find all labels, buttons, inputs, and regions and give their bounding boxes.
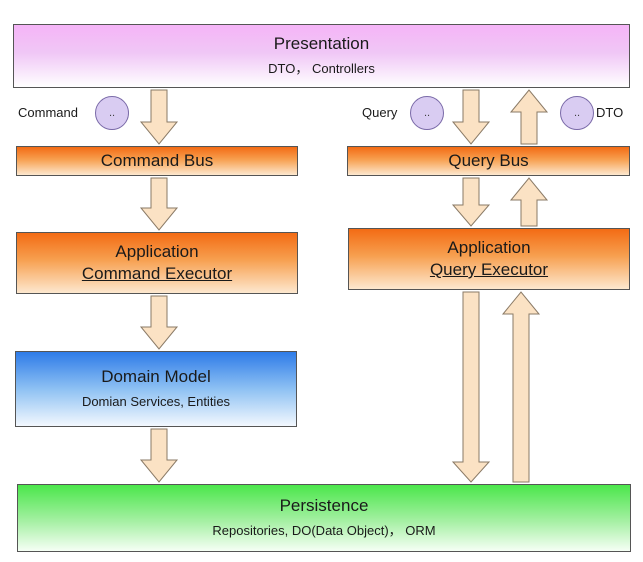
dto-message-icon: ..: [560, 96, 594, 130]
query-executor-title: Application: [447, 238, 531, 257]
command-bus: Command Bus: [16, 146, 298, 176]
persistence-layer: Persistence Repositories, DO(Data Object…: [17, 484, 631, 552]
domain-model-subtitle: Domian Services, Entities: [81, 394, 231, 409]
query-label: Query: [362, 105, 398, 120]
arrow-domain-to-persistence: [139, 428, 179, 483]
command-bus-title: Command Bus: [100, 151, 214, 170]
arrow-persistence-to-query-executor: [501, 291, 541, 483]
query-executor: Application Query Executor: [348, 228, 630, 290]
presentation-subtitle: DTO， Controllers: [268, 61, 375, 76]
arrow-query-bus-to-presentation: [509, 89, 549, 145]
query-message-icon: ..: [410, 96, 444, 130]
arrow-command-bus-to-executor: [139, 177, 179, 231]
dto-label: DTO: [596, 105, 624, 120]
presentation-title: Presentation: [273, 34, 370, 53]
command-executor-title: Application: [115, 242, 199, 261]
arrow-query-bus-to-executor: [451, 177, 491, 227]
command-label: Command: [18, 105, 78, 120]
persistence-title: Persistence: [279, 496, 369, 515]
command-executor-subtitle: Command Executor: [81, 264, 233, 283]
arrow-executor-to-query-bus: [509, 177, 549, 227]
query-bus: Query Bus: [347, 146, 630, 176]
arrow-query-executor-to-persistence: [451, 291, 491, 483]
arrow-executor-to-domain: [139, 295, 179, 350]
persistence-subtitle: Repositories, DO(Data Object)， ORM: [212, 523, 436, 538]
domain-model-title: Domain Model: [101, 367, 211, 386]
presentation-layer: Presentation DTO， Controllers: [13, 24, 630, 88]
command-message-icon: ..: [95, 96, 129, 130]
query-bus-title: Query Bus: [448, 151, 529, 170]
command-executor: Application Command Executor: [16, 232, 298, 294]
query-executor-subtitle: Query Executor: [429, 260, 549, 279]
domain-model: Domain Model Domian Services, Entities: [15, 351, 297, 427]
arrow-presentation-to-command-bus: [139, 89, 179, 145]
arrow-presentation-to-query-bus: [451, 89, 491, 145]
